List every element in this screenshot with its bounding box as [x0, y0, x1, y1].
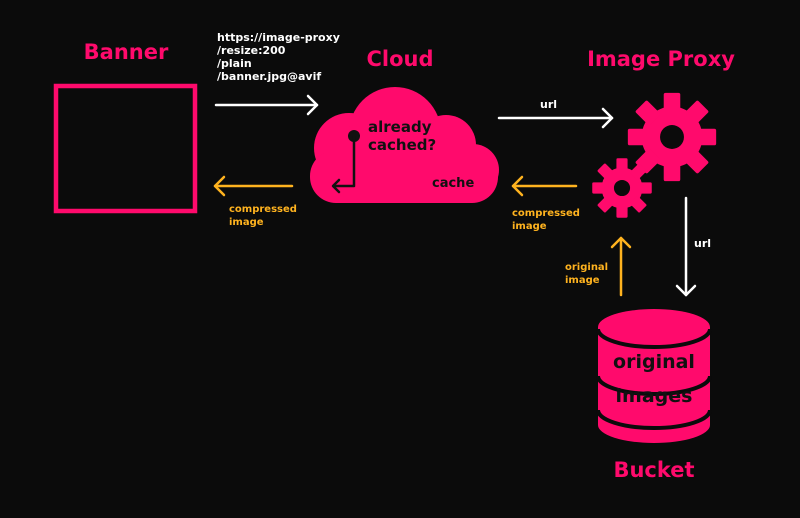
- image-proxy-node: Image Proxy: [587, 47, 735, 218]
- bucket-title: Bucket: [613, 458, 694, 482]
- cloud-to-banner-label-line2: image: [229, 217, 264, 228]
- bucket-to-proxy-label-line2: image: [565, 275, 600, 286]
- cache-check-arrow: [331, 130, 360, 194]
- arrow-proxy-to-cloud: [511, 175, 578, 197]
- banner-frame: [53, 83, 198, 214]
- request-url-line2: /resize:200: [217, 44, 286, 57]
- proxy-to-cloud-label-line2: image: [512, 221, 547, 232]
- proxy-to-cloud-label-line1: compressed: [512, 208, 580, 219]
- image-proxy-title: Image Proxy: [587, 47, 735, 71]
- cloud-question-line1: already: [368, 118, 432, 136]
- bucket-node: original images Bucket: [596, 309, 712, 482]
- request-url-line4: /banner.jpg@avif: [217, 70, 321, 83]
- database-icon: [596, 309, 712, 443]
- bucket-text-line1: original: [613, 351, 695, 373]
- cloud-icon: [310, 87, 499, 203]
- proxy-to-bucket-label: url: [694, 237, 711, 250]
- arrow-proxy-to-bucket: [675, 196, 697, 297]
- cloud-title: Cloud: [366, 47, 433, 71]
- banner-node: Banner: [53, 40, 198, 214]
- cloud-question-line2: cached?: [368, 136, 436, 154]
- cloud-to-banner-label-line1: compressed: [229, 204, 297, 215]
- gears-icon: [592, 92, 717, 218]
- cloud-to-proxy-label: url: [540, 98, 557, 111]
- arrow-cloud-to-banner: [213, 175, 294, 197]
- arrow-bucket-to-proxy: [610, 236, 632, 297]
- request-url-line3: /plain: [217, 57, 252, 70]
- request-url-label: https://image-proxy /resize:200 /plain /…: [217, 31, 340, 83]
- cloud-node: Cloud already cached? cache: [310, 47, 499, 203]
- bucket-to-proxy-label-line1: original: [565, 262, 608, 273]
- cloud-cache-label: cache: [432, 176, 474, 191]
- arrow-cloud-to-proxy: [497, 107, 614, 129]
- arrow-banner-to-cloud: [214, 94, 319, 116]
- banner-title: Banner: [84, 40, 169, 64]
- bucket-text-line2: images: [616, 385, 693, 407]
- request-url-line1: https://image-proxy: [217, 31, 340, 44]
